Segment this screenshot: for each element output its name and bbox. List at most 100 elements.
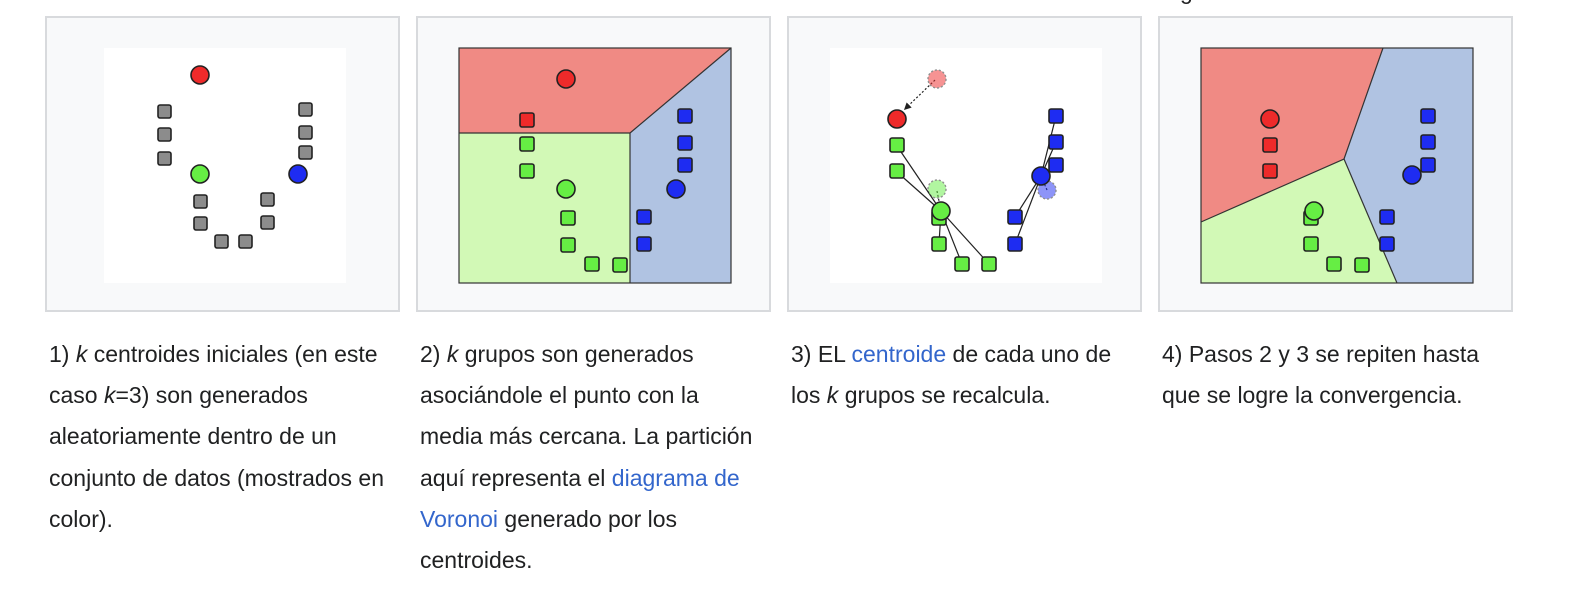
red-region [459, 48, 731, 133]
data-point [636, 209, 652, 225]
data-point [193, 194, 208, 209]
data-point [1420, 108, 1436, 124]
step-3-caption: 3) EL centroide de cada uno de los k gru… [791, 334, 1133, 416]
caption-text: centroides iniciales (en este caso [49, 341, 378, 409]
caption-text: de cada uno de los [791, 341, 1112, 409]
step-2-caption: 2) k grupos son generados asociándole el… [420, 334, 762, 581]
data-point [981, 256, 997, 272]
data-points [519, 108, 693, 273]
data-point [1326, 256, 1342, 272]
caption-text: generado por los centroides. [420, 505, 678, 574]
data-point [157, 104, 172, 119]
blue-centroid [1031, 166, 1051, 186]
caption-text: =3) son generados aleatoriamente dentro … [49, 382, 384, 532]
green-centroid [1304, 201, 1324, 221]
k-variable: k [446, 341, 459, 367]
data-point [584, 256, 600, 272]
caption-text: Pasos 2 y 3 se repiten hasta que se logr… [1162, 341, 1480, 409]
red-centroid [556, 69, 576, 89]
data-point [157, 151, 172, 166]
centroide-link[interactable]: centroide [851, 341, 947, 367]
step-number: 3) EL [791, 341, 846, 367]
data-point [1007, 236, 1023, 252]
centroids [1260, 109, 1422, 221]
data-point [1262, 163, 1278, 179]
data-point [1262, 137, 1278, 153]
data-point [677, 135, 693, 151]
data-point [1048, 157, 1064, 173]
green-region [459, 133, 630, 283]
data-point [889, 137, 905, 153]
data-point [560, 237, 576, 253]
step-number: 1) [49, 341, 70, 367]
step-2-image-frame[interactable] [416, 16, 771, 312]
data-point [157, 127, 172, 142]
data-point [889, 163, 905, 179]
data-point [298, 145, 313, 160]
centroids [190, 65, 308, 184]
data-points [1262, 108, 1436, 273]
caption-text: grupos se recalcula. [844, 382, 1051, 409]
data-point [1048, 108, 1064, 124]
data-point [1303, 236, 1319, 252]
new-centroids [887, 109, 1051, 221]
step-2-diagram [458, 47, 732, 284]
old-green-centroid [927, 179, 947, 199]
data-point [519, 163, 535, 179]
old-red-centroid [927, 69, 947, 89]
step-number: 2) [420, 341, 441, 367]
k-variable: k [826, 382, 839, 409]
data-point [677, 157, 693, 173]
step-4-image-frame[interactable] [1158, 16, 1513, 312]
data-point [612, 257, 628, 273]
step-4-diagram [1200, 47, 1474, 284]
blue-centroid [666, 179, 686, 199]
data-point [238, 234, 253, 249]
data-point [1354, 257, 1370, 273]
data-point [560, 210, 576, 226]
green-centroid [931, 201, 951, 221]
data-point [260, 192, 275, 207]
step-3-diagram [830, 48, 1102, 283]
red-centroid [887, 109, 907, 129]
step-1-diagram [104, 48, 346, 283]
data-point [1420, 134, 1436, 150]
blue-centroid [288, 164, 308, 184]
voronoi-link[interactable]: diagrama de Voronoi [420, 464, 740, 532]
data-point [954, 256, 970, 272]
data-points [889, 108, 1064, 272]
data-point [260, 215, 275, 230]
data-point [1048, 134, 1064, 150]
step-4-caption: 4) Pasos 2 y 3 se repiten hasta que se l… [1162, 334, 1504, 416]
data-point [519, 112, 535, 128]
red-region [1201, 48, 1383, 222]
k-variable: k [103, 382, 116, 409]
k-variable: k [75, 341, 88, 367]
green-centroid [190, 164, 210, 184]
data-point [931, 236, 947, 252]
gray-data-points [157, 102, 313, 249]
step-1-image-frame[interactable] [45, 16, 400, 312]
data-point [298, 125, 313, 140]
red-centroid [1260, 109, 1280, 129]
cropped-text: g [1180, 0, 1193, 5]
caption-text: grupos son generados asociándole el punt… [420, 341, 753, 491]
data-point [193, 216, 208, 231]
data-point [1420, 157, 1436, 173]
step-1-caption: 1) k centroides iniciales (en este caso … [49, 334, 391, 540]
blue-region [1344, 48, 1473, 283]
step-3-image-frame[interactable] [787, 16, 1142, 312]
blue-centroid [1402, 165, 1422, 185]
green-centroid [556, 179, 576, 199]
red-centroid [190, 65, 210, 85]
data-point [519, 136, 535, 152]
data-point [636, 236, 652, 252]
data-point [298, 102, 313, 117]
step-number: 4) [1162, 341, 1183, 367]
centroids [556, 69, 686, 199]
data-point [1007, 209, 1023, 225]
data-point [1379, 209, 1395, 225]
data-point [214, 234, 229, 249]
data-point [1379, 236, 1395, 252]
